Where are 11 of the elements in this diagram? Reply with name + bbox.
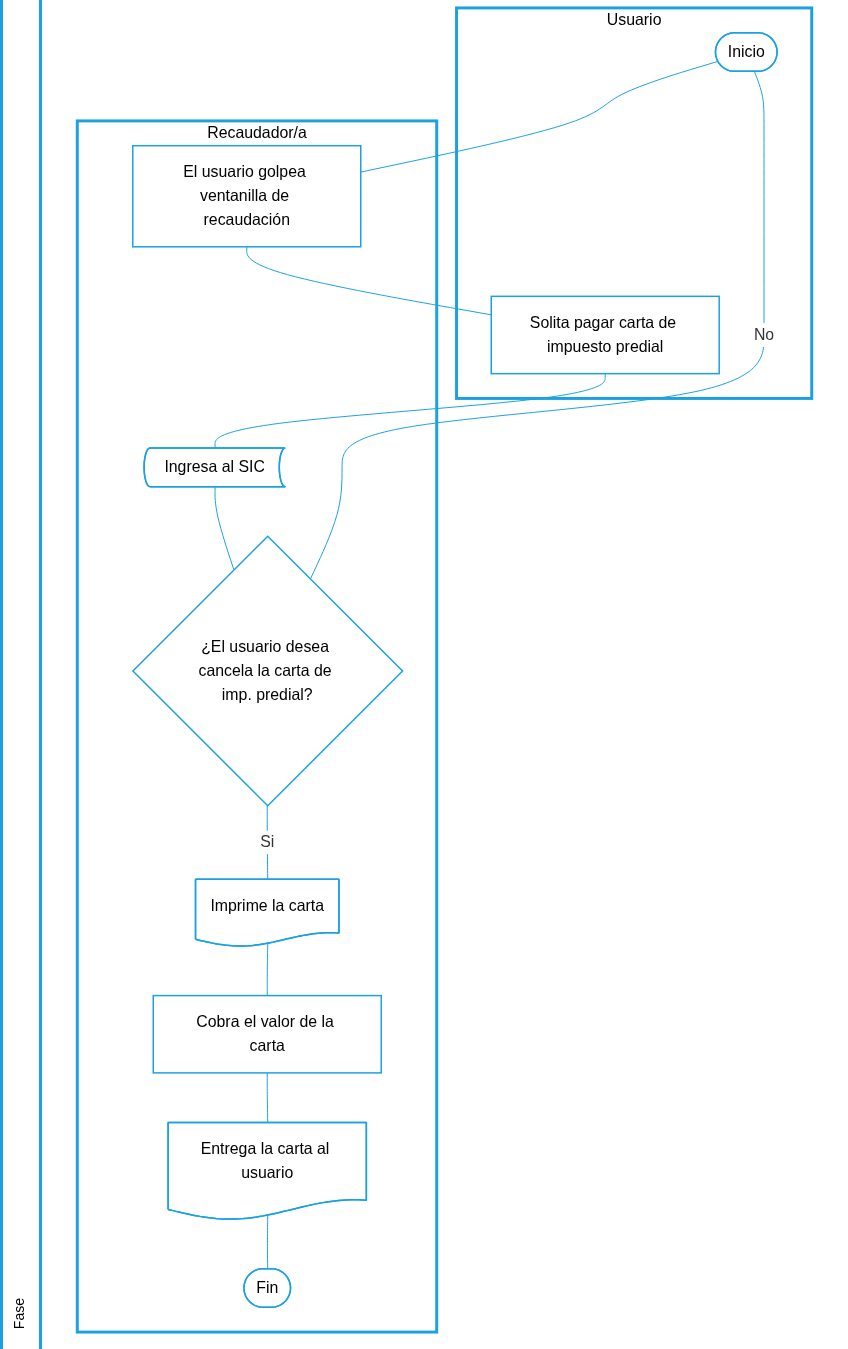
node-diamond: ¿El usuario desea cancela la carta de imp. predial?	[132, 535, 405, 807]
connector	[310, 71, 765, 580]
edge-label: Si	[260, 833, 275, 851]
node-box: Cobra el valor de la carta	[153, 994, 383, 1074]
lane-label: Fase	[11, 1297, 27, 1329]
edge-label: No	[754, 326, 775, 343]
connector	[215, 486, 235, 571]
node-box: Solita pagar carta de impuesto predial	[490, 295, 721, 375]
connector	[267, 1215, 269, 1270]
node-box: El usuario golpea ventanilla de recaudación	[132, 144, 362, 248]
connector	[267, 943, 269, 997]
